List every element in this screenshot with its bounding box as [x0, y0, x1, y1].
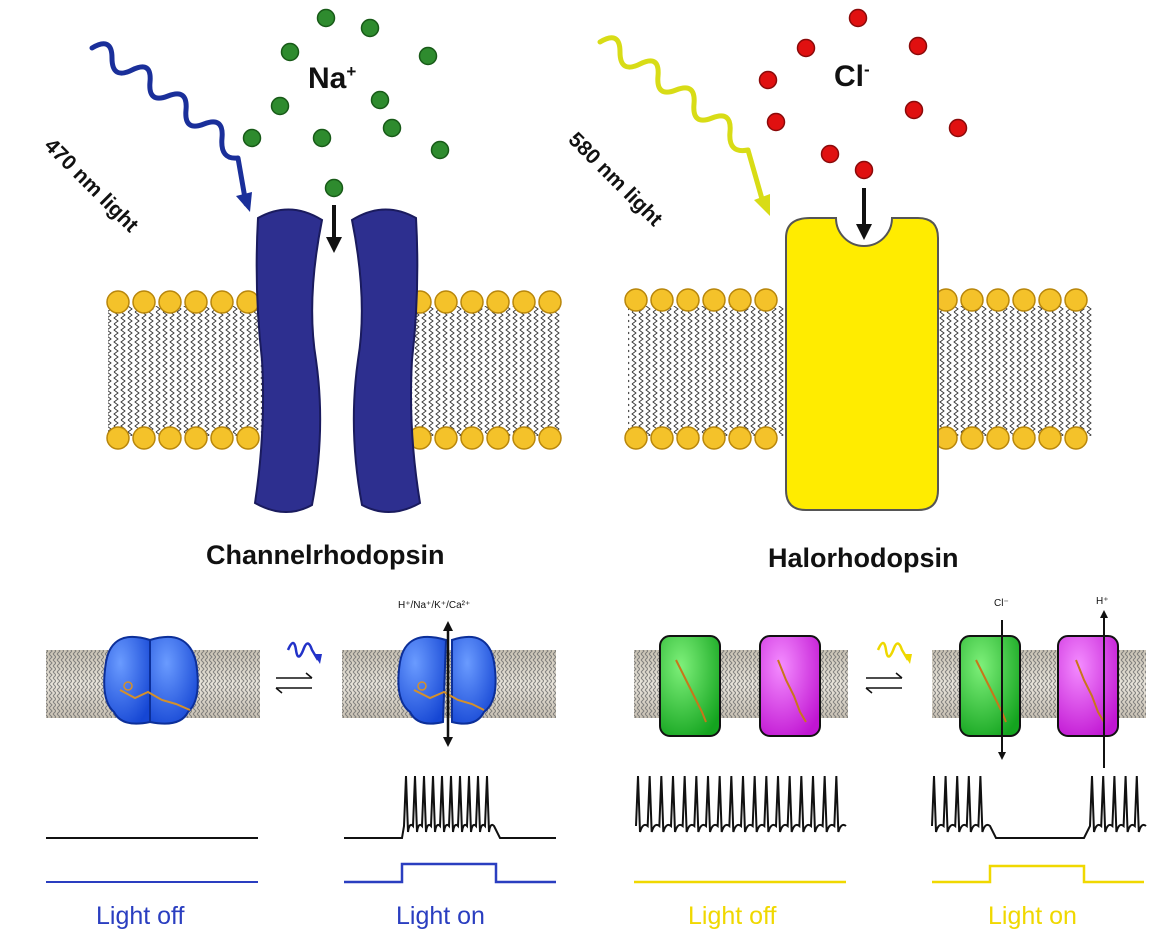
- channelrhodopsin-title: Channelrhodopsin: [206, 540, 445, 570]
- lipid-head: [650, 426, 674, 450]
- lipid-head: [538, 426, 562, 450]
- caption-halo-light-off: Light off: [688, 902, 777, 930]
- lipid-head: [650, 288, 674, 312]
- lipid-head: [702, 288, 726, 312]
- chloride-ion: [848, 8, 868, 28]
- lipid-head: [512, 426, 536, 450]
- lipid-head: [986, 426, 1010, 450]
- lipid-head: [106, 290, 130, 314]
- chloride-ion: [796, 38, 816, 58]
- sodium-ion: [418, 46, 438, 66]
- trace-chr2-on: [344, 775, 556, 884]
- lipid-head: [236, 426, 260, 450]
- lipid-head: [460, 426, 484, 450]
- chloride-ion-label: Cl-: [834, 60, 870, 93]
- sodium-ion: [242, 128, 262, 148]
- lipid-head: [158, 426, 182, 450]
- trace-chr2-off: [46, 837, 258, 883]
- lipid-head: [106, 426, 130, 450]
- caption-chr2-light-on: Light on: [396, 902, 485, 930]
- halo-proton-label: H⁺: [1096, 596, 1109, 607]
- lipid-head: [210, 290, 234, 314]
- chr2-ion-label: H⁺/Na⁺/K⁺/Ca²⁺: [398, 600, 471, 611]
- halo-on-state: [932, 610, 1146, 768]
- chloride-ions: [758, 8, 968, 164]
- trace-halo-on: [931, 775, 1147, 884]
- sodium-ion: [312, 128, 332, 148]
- yellow-light-wave: [597, 35, 770, 216]
- sodium-ion: [270, 96, 290, 116]
- lipid-head: [1064, 288, 1088, 312]
- chloride-ion: [908, 36, 928, 56]
- lipid-head: [960, 426, 984, 450]
- equilibrium-arrows-left: [275, 641, 322, 694]
- lipid-head: [538, 290, 562, 314]
- sodium-ion: [430, 140, 450, 160]
- lipid-head: [1038, 426, 1062, 450]
- trace-halo-off: [634, 775, 847, 884]
- lipid-head: [434, 426, 458, 450]
- lipid-head: [486, 290, 510, 314]
- lipid-head: [624, 288, 648, 312]
- left-membrane: [106, 290, 562, 450]
- lipid-head: [486, 426, 510, 450]
- sodium-ion: [370, 90, 390, 110]
- lipid-head: [1038, 288, 1062, 312]
- chloride-influx-arrow: [854, 160, 874, 240]
- chloride-ion: [948, 118, 968, 138]
- halo-off-state: [634, 635, 848, 737]
- lipid-head: [1012, 426, 1036, 450]
- lipid-head: [460, 290, 484, 314]
- lipid-head: [184, 290, 208, 314]
- lipid-head: [624, 426, 648, 450]
- right-membrane: [624, 288, 1092, 450]
- sodium-influx-arrow: [324, 178, 344, 253]
- lipid-head: [676, 426, 700, 450]
- lipid-head: [676, 288, 700, 312]
- chloride-ion: [758, 70, 778, 90]
- sodium-ion: [316, 8, 336, 28]
- sodium-ion-label: Na+: [308, 62, 357, 95]
- chloride-ion: [904, 100, 924, 120]
- lipid-head: [728, 426, 752, 450]
- equilibrium-arrows-right: [865, 641, 912, 694]
- lipid-head: [210, 426, 234, 450]
- lipid-head: [184, 426, 208, 450]
- chr2-closed-state: [46, 635, 260, 725]
- chloride-ion: [820, 144, 840, 164]
- lipid-head: [728, 288, 752, 312]
- chr2-open-state: [342, 621, 556, 747]
- lipid-head: [1012, 288, 1036, 312]
- lipid-head: [132, 290, 156, 314]
- lipid-head: [754, 426, 778, 450]
- halorhodopsin-pump: [785, 217, 939, 511]
- lipid-head: [236, 290, 260, 314]
- sodium-ion: [280, 42, 300, 62]
- lipid-head: [132, 426, 156, 450]
- sodium-ions: [242, 8, 450, 160]
- lipid-head: [754, 288, 778, 312]
- lipid-head: [986, 288, 1010, 312]
- halo-chloride-label: Cl⁻: [994, 598, 1009, 609]
- lipid-head: [158, 290, 182, 314]
- caption-chr2-light-off: Light off: [96, 902, 185, 930]
- caption-halo-light-on: Light on: [988, 902, 1077, 930]
- lipid-head: [512, 290, 536, 314]
- lipid-head: [434, 290, 458, 314]
- halorhodopsin-title: Halorhodopsin: [768, 543, 959, 573]
- channelrhodopsin-channel: [253, 208, 422, 513]
- lipid-head: [702, 426, 726, 450]
- chloride-ion: [766, 112, 786, 132]
- blue-light-wave: [89, 41, 252, 212]
- sodium-ion: [360, 18, 380, 38]
- sodium-ion: [382, 118, 402, 138]
- lipid-head: [960, 288, 984, 312]
- lipid-head: [1064, 426, 1088, 450]
